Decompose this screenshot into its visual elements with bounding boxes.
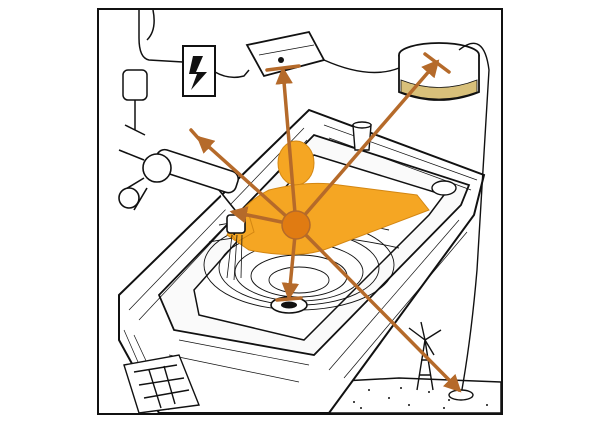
- illustration-frame: [97, 8, 503, 415]
- resource-flow-arrows: [189, 52, 462, 393]
- power-cable: [122, 10, 250, 136]
- faucet-icon: [118, 148, 246, 281]
- windmill-pump-icon: [408, 321, 474, 401]
- person-center-hub: [281, 210, 311, 240]
- towel-map-icon: [123, 354, 200, 413]
- electricity-meter-icon: [182, 45, 216, 97]
- bathtub-resource-illustration: [118, 10, 501, 413]
